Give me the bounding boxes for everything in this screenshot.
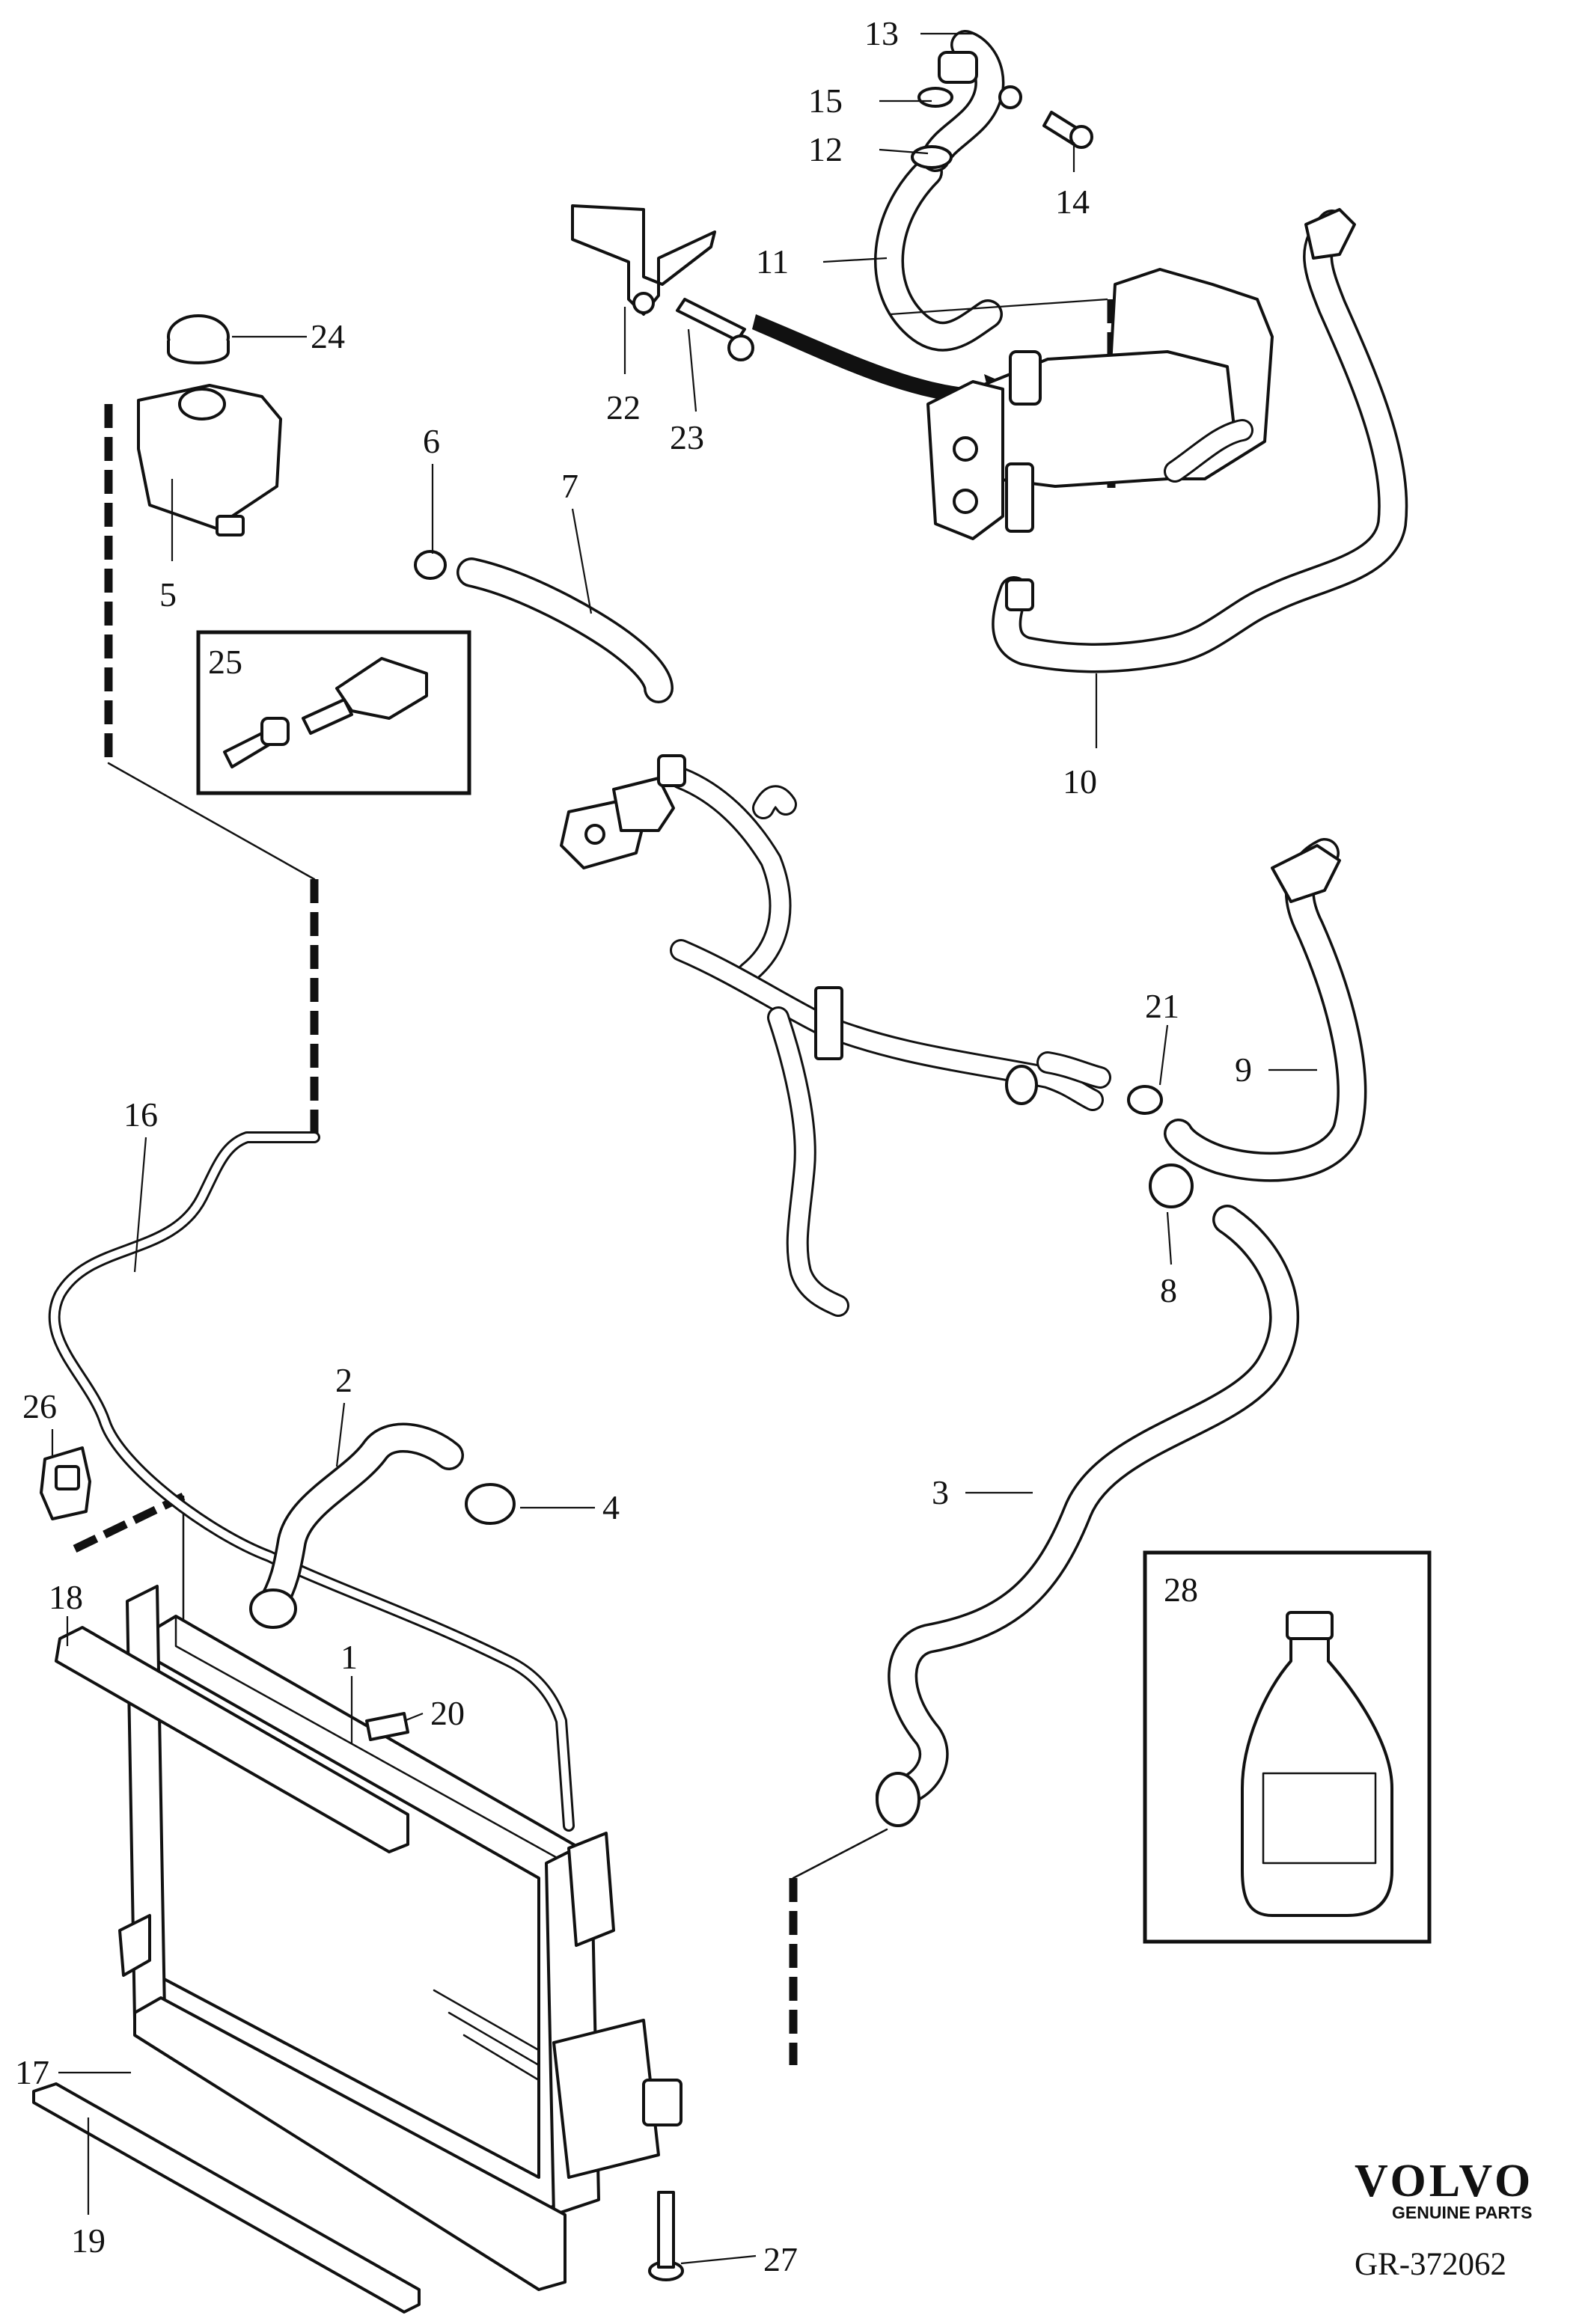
label-10: 10 [1063,762,1097,801]
part-26-grommet [40,1446,91,1520]
inset-box-25 [196,630,471,795]
radiator-brackets [32,1626,684,2314]
label-25: 25 [208,643,242,681]
label-13: 13 [864,14,899,52]
coolant-pipe [560,754,1111,1317]
hose-10 [992,208,1408,673]
label-16: 16 [123,1095,158,1134]
label-8: 8 [1160,1271,1177,1309]
hose-11-assembly [874,30,1093,352]
hose-9 [1127,838,1367,1208]
label-7: 7 [561,467,578,505]
label-11: 11 [756,242,789,281]
label-22: 22 [606,388,641,426]
label-18: 18 [49,1578,83,1616]
label-4: 4 [602,1488,620,1526]
brand-logo: VOLVO [1355,2156,1533,2207]
egr-cooler [926,268,1274,540]
bracket-22-bolt-23 [571,204,754,361]
label-17: 17 [15,2053,49,2091]
hose-16 [48,1131,575,1832]
diagram-reference: GR-372062 [1355,2247,1506,2282]
brand-block: VOLVO GENUINE PARTS GR-372062 [1355,2156,1533,2282]
hose-7 [414,550,674,703]
label-2: 2 [335,1361,352,1399]
hose-2 [249,1422,516,1629]
callout-lines [51,32,1317,2265]
label-1: 1 [341,1638,358,1676]
label-26: 26 [22,1387,57,1425]
label-9: 9 [1235,1051,1252,1089]
label-6: 6 [423,422,440,460]
label-20: 20 [430,1694,465,1732]
hose-3 [876,1205,1299,1827]
label-27: 27 [763,2240,798,2278]
label-23: 23 [670,418,704,456]
expansion-tank [137,314,282,536]
label-19: 19 [71,2221,106,2260]
label-15: 15 [808,82,843,120]
label-5: 5 [159,575,177,614]
label-28: 28 [1164,1571,1198,1609]
brand-subtitle: GENUINE PARTS [1392,2203,1532,2222]
label-24: 24 [311,317,345,355]
radiator [118,1585,682,2216]
label-12: 12 [808,130,843,168]
dashed-leader-lines [73,299,1116,2065]
label-21: 21 [1145,987,1179,1025]
label-14: 14 [1055,183,1090,221]
part-labels: 13 15 12 14 11 24 22 23 6 7 5 25 10 21 9… [15,14,1252,2278]
label-3: 3 [932,1473,949,1511]
inset-box-28 [1143,1550,1432,1944]
